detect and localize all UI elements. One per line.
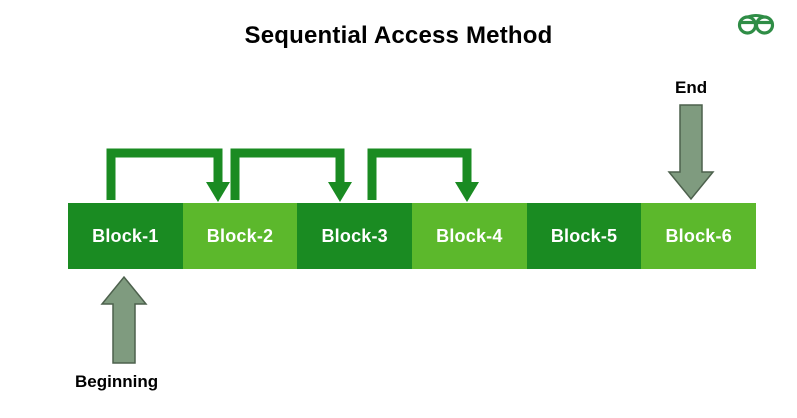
arrowhead-block3 xyxy=(328,182,352,202)
page-title: Sequential Access Method xyxy=(244,22,553,49)
beginning-arrow xyxy=(100,275,148,364)
block-3[interactable]: Block-3 xyxy=(297,203,413,269)
block-2[interactable]: Block-2 xyxy=(182,203,298,269)
block-5[interactable]: Block-5 xyxy=(526,203,642,269)
link-block3-block4 xyxy=(367,148,472,200)
arrowhead-block4 xyxy=(455,182,479,202)
block-4[interactable]: Block-4 xyxy=(412,203,527,269)
beginning-label: Beginning xyxy=(75,372,159,391)
link-block2-block3 xyxy=(230,148,345,200)
block-3-label: Block-3 xyxy=(321,225,388,246)
block-1[interactable]: Block-1 xyxy=(68,203,183,269)
block-1-label: Block-1 xyxy=(92,225,159,246)
block-6[interactable]: Block-6 xyxy=(641,203,757,269)
geeksforgeeks-logo-icon xyxy=(733,8,779,42)
block-4-label: Block-4 xyxy=(436,225,503,246)
block-strip: Block-1 Block-2 Block-3 Block-4 Block-5 … xyxy=(68,203,757,269)
block-6-label: Block-6 xyxy=(665,225,732,246)
link-block1-block2 xyxy=(106,148,223,200)
block-2-label: Block-2 xyxy=(206,225,274,246)
end-arrow xyxy=(667,104,715,201)
arrowhead-block2 xyxy=(206,182,230,202)
block-5-label: Block-5 xyxy=(550,225,618,246)
end-label: End xyxy=(675,78,708,97)
